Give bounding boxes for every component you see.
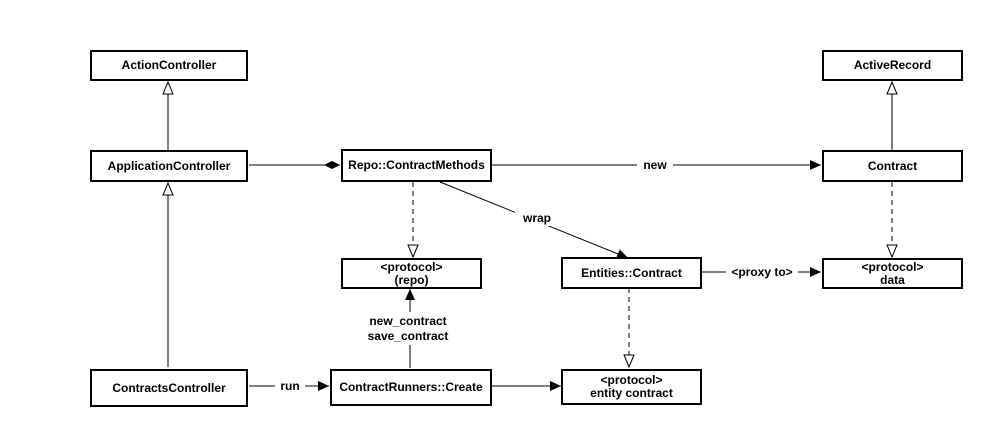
label-wrap: wrap <box>522 211 551 225</box>
protocol-repo-stereotype: <protocol> <box>380 259 443 274</box>
class-repo-contract-methods-label: Repo::ContractMethods <box>348 158 485 172</box>
class-contract-runners-create[interactable]: ContractRunners::Create <box>330 369 492 406</box>
class-contract-runners-create-label: ContractRunners::Create <box>339 380 483 394</box>
protocol-data[interactable]: <protocol> data <box>822 258 963 289</box>
class-active-record[interactable]: ActiveRecord <box>822 50 963 81</box>
class-entities-contract[interactable]: Entities::Contract <box>561 257 702 289</box>
class-contract-label: Contract <box>867 158 918 173</box>
class-entities-contract-label: Entities::Contract <box>581 265 682 280</box>
class-active-record-label: ActiveRecord <box>853 58 932 72</box>
protocol-data-label: data <box>880 272 905 287</box>
protocol-data-stereotype: <protocol> <box>861 259 924 274</box>
label-save-contract: save_contract <box>368 329 449 343</box>
class-action-controller-label: ActionController <box>121 58 217 72</box>
protocol-repo[interactable]: <protocol> (repo) <box>341 258 482 289</box>
class-contracts-controller[interactable]: ContractsController <box>90 369 248 407</box>
class-action-controller[interactable]: ActionController <box>90 50 248 81</box>
label-run: run <box>280 379 299 393</box>
protocol-entity-contract-stereotype: <protocol> <box>600 373 663 387</box>
class-application-controller-label: ApplicationController <box>107 158 231 173</box>
label-new-contract: new_contract <box>369 314 446 328</box>
class-application-controller[interactable]: ApplicationController <box>90 150 248 182</box>
class-contracts-controller-label: ContractsController <box>112 380 226 395</box>
label-new: new <box>643 158 667 172</box>
class-repo-contract-methods[interactable]: Repo::ContractMethods <box>341 149 492 182</box>
protocol-entity-contract-label: entity contract <box>590 386 673 400</box>
protocol-entity-contract[interactable]: <protocol> entity contract <box>561 369 702 405</box>
class-contract[interactable]: Contract <box>822 150 963 182</box>
label-proxy-to: <proxy to> <box>731 265 792 279</box>
protocol-repo-label: (repo) <box>394 272 429 287</box>
